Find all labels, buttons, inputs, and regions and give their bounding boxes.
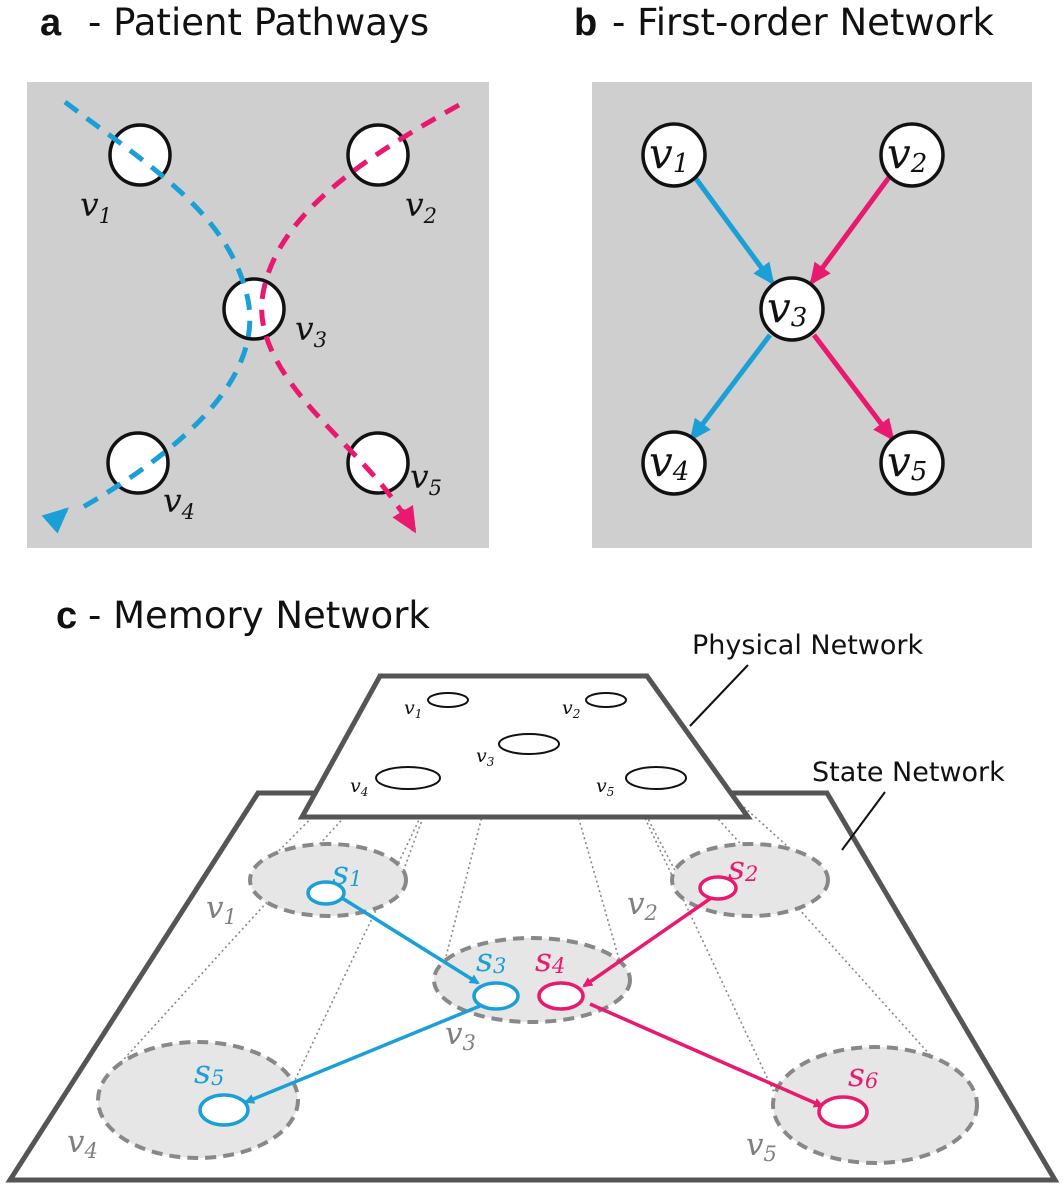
edge-v3-v5 (812, 333, 895, 442)
physical-label-v2: v2 (562, 697, 580, 721)
network-label-v2: v2 (887, 129, 927, 179)
network-node-v4 (641, 430, 707, 496)
pink-patient-pathway (259, 102, 461, 514)
state-label-s1: s1 (332, 853, 362, 892)
state-label-s5: s5 (194, 1052, 224, 1091)
region-label-v3: v3 (445, 1016, 476, 1055)
network-node-v3 (759, 276, 825, 342)
pathway-node-v3 (222, 277, 286, 341)
region-label-v4: v4 (67, 1124, 98, 1163)
physical-network-label: Physical Network (692, 630, 924, 661)
physical-label-v4: v4 (350, 775, 368, 799)
edge-v3-v4 (689, 333, 772, 442)
network-label-v5: v5 (887, 437, 927, 487)
pathway-label-v1: v1 (80, 185, 112, 228)
physical-node-v2 (585, 692, 627, 708)
state-node-s1 (306, 880, 346, 906)
state-region-v5 (771, 1045, 979, 1165)
physical-node-v5 (625, 766, 687, 790)
panel-c: c - Memory Network v1 (5, 594, 1060, 1183)
panel-c-letter: c (56, 595, 77, 637)
physical-label-v5: v5 (596, 775, 614, 799)
edge-v2-v3 (809, 174, 893, 286)
state-network-label: State Network (812, 757, 1005, 788)
physical-node-v1 (427, 692, 469, 708)
blue-pathway-arrowhead (41, 507, 69, 534)
pathway-label-v4: v4 (163, 481, 195, 524)
state-node-s5 (198, 1093, 250, 1127)
physical-network-callout-line (689, 664, 749, 727)
network-label-v3: v3 (767, 283, 807, 333)
transition-s4-s6 (589, 1002, 824, 1108)
transition-s2-s4 (582, 894, 715, 988)
state-label-s4: s4 (535, 940, 565, 979)
panel-a: a - Patient Pathways v1 v2 v3 v4 v5 (27, 1, 489, 548)
panel-a-letter: a (40, 2, 62, 44)
transition-s3-s5 (244, 1004, 481, 1104)
state-region-v1 (248, 842, 408, 918)
pathway-node-v5 (346, 431, 410, 495)
state-network-callout-line (841, 791, 886, 851)
network-node-v2 (879, 122, 945, 188)
transition-s1-s3 (341, 896, 480, 985)
state-label-s3: s3 (476, 940, 506, 979)
panel-b-title: - First-order Network (612, 1, 994, 44)
pathway-node-v4 (106, 431, 170, 495)
state-label-s2: s2 (728, 848, 758, 887)
panel-b: b - First-order Network v1 v2 v3 v4 v5 (574, 1, 1032, 548)
state-node-s3 (472, 981, 520, 1011)
network-label-v1: v1 (649, 129, 689, 179)
region-label-v1: v1 (206, 890, 237, 929)
pathway-label-v3: v3 (295, 309, 327, 352)
region-label-v5: v5 (746, 1127, 777, 1166)
state-node-s4 (537, 981, 585, 1011)
pathway-label-v5: v5 (410, 457, 442, 500)
panel-c-title: - Memory Network (88, 594, 430, 637)
network-node-v1 (641, 122, 707, 188)
region-label-v2: v2 (627, 886, 658, 925)
edge-v1-v3 (691, 174, 775, 286)
network-node-v5 (879, 430, 945, 496)
panel-a-title: - Patient Pathways (88, 1, 429, 44)
panel-b-letter: b (574, 2, 597, 44)
pink-pathway-arrowhead (392, 504, 417, 534)
state-node-s2 (698, 875, 738, 901)
state-region-v4 (96, 1040, 300, 1160)
state-label-s6: s6 (848, 1055, 878, 1094)
physical-label-v3: v3 (476, 745, 495, 769)
pathway-label-v2: v2 (405, 185, 437, 228)
blue-patient-pathway (63, 100, 253, 513)
physical-label-v1: v1 (404, 697, 422, 721)
network-label-v4: v4 (649, 437, 689, 487)
physical-node-v3 (498, 733, 560, 755)
physical-node-v4 (375, 766, 441, 790)
state-node-s6 (817, 1095, 869, 1129)
